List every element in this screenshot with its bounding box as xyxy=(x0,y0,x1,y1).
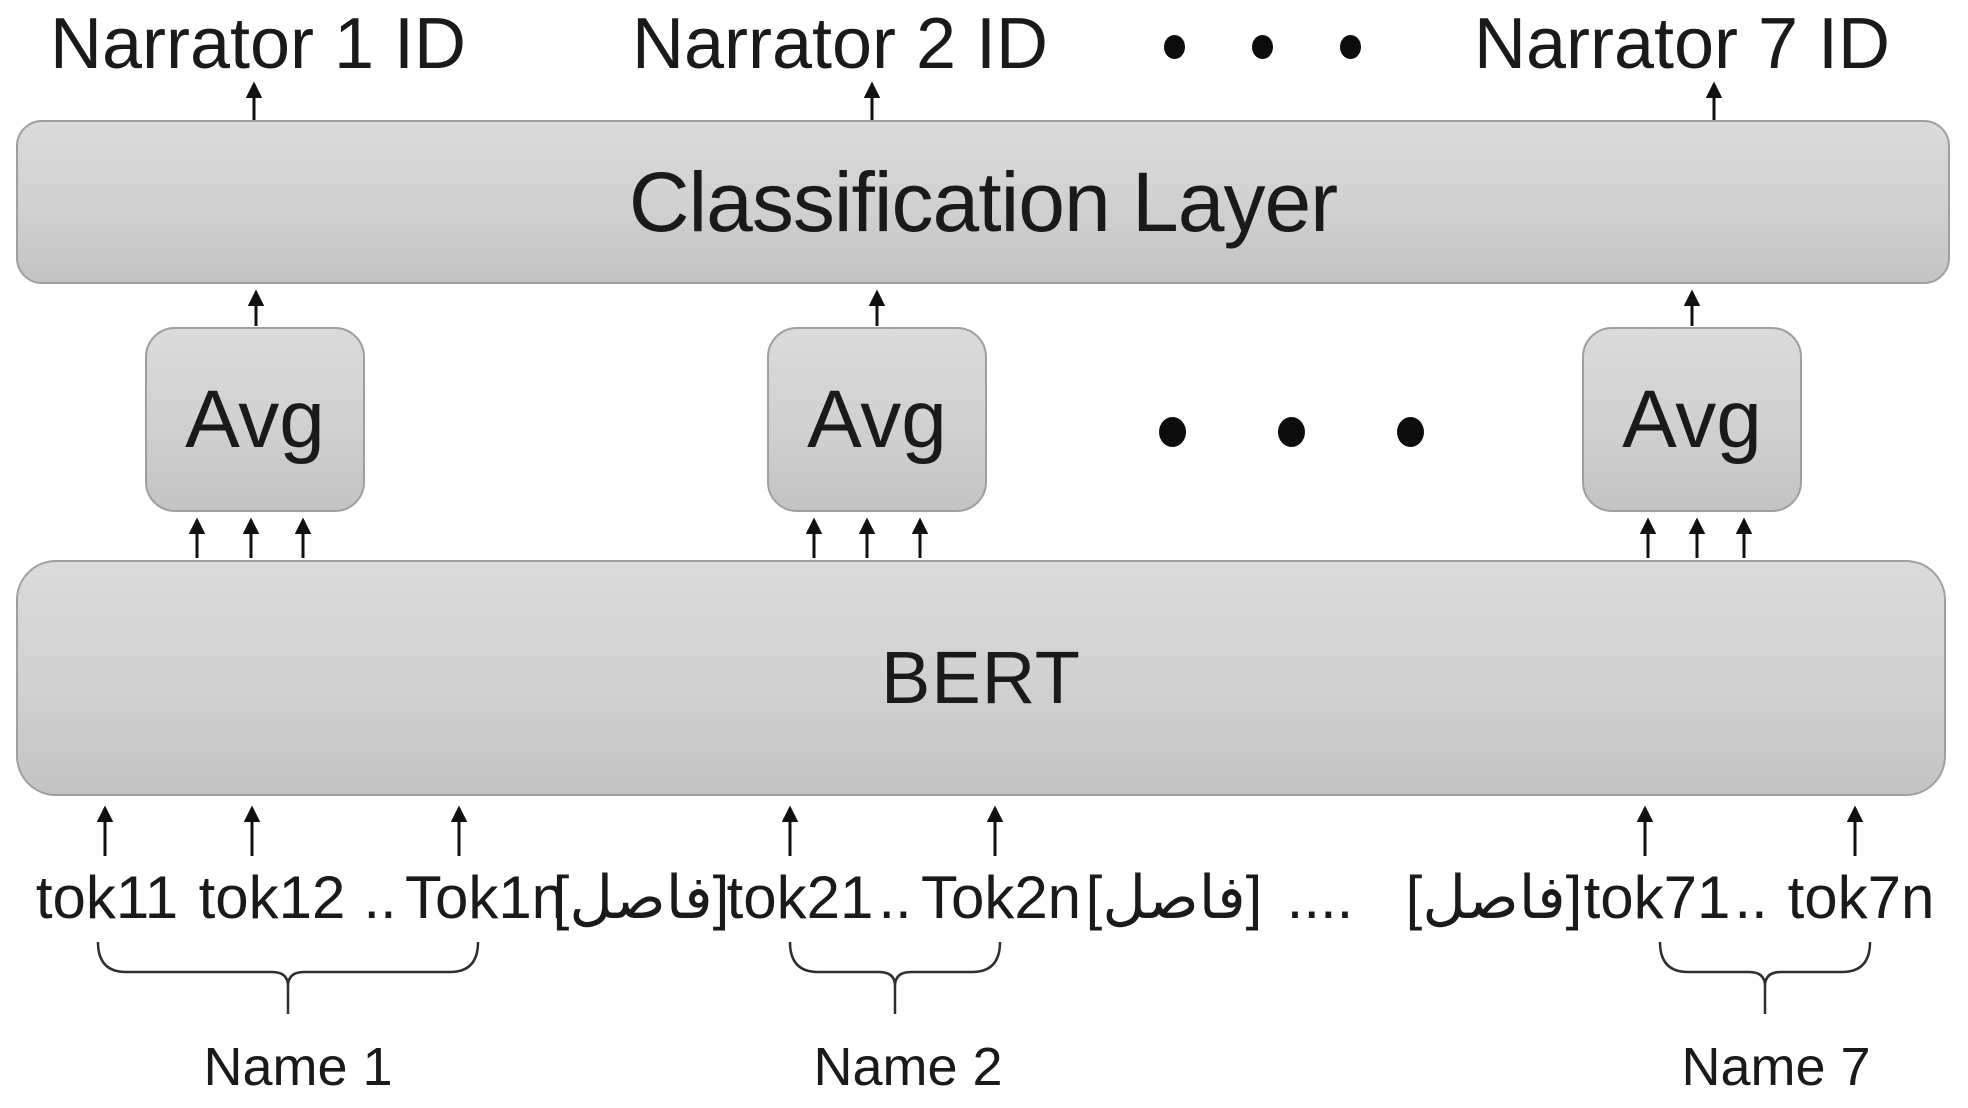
token: .. xyxy=(1734,864,1768,931)
avg-box-2: Avg xyxy=(767,327,987,512)
token-ellipsis: .... xyxy=(1286,864,1354,931)
token-separator: [فاصل] xyxy=(1085,864,1263,931)
ellipsis-dot xyxy=(1252,35,1273,59)
classification-layer-label: Classification Layer xyxy=(628,155,1338,249)
token: tok11 xyxy=(35,864,179,931)
output-label-narrator-1: Narrator 1 ID xyxy=(49,4,467,84)
group-label-name-7: Name 7 xyxy=(1681,1037,1871,1097)
avg-box-3: Avg xyxy=(1582,327,1802,512)
ellipsis-dot xyxy=(1278,417,1305,447)
token: .. xyxy=(363,864,397,931)
token-to-bert-arrows xyxy=(96,805,1864,856)
token: tok12 xyxy=(198,864,346,931)
output-label-narrator-7: Narrator 7 ID xyxy=(1473,4,1891,84)
token: Tok1n xyxy=(404,864,566,931)
token: .. xyxy=(878,864,912,931)
brace-name-7 xyxy=(1658,941,1872,1014)
token: Tok2n xyxy=(920,864,1082,931)
bert-label: BERT xyxy=(880,636,1082,719)
avg-label: Avg xyxy=(807,373,947,465)
group-label-name-2: Name 2 xyxy=(813,1037,1003,1097)
ellipsis-dot xyxy=(1397,417,1424,447)
avg-box-1: Avg xyxy=(145,327,365,512)
bert-to-avg-arrows xyxy=(188,517,1753,558)
ellipsis-dot xyxy=(1340,35,1361,59)
ellipsis-dot xyxy=(1164,35,1185,59)
classification-to-output-arrows xyxy=(245,81,1723,120)
avg-to-classification-arrows xyxy=(247,289,1701,326)
token: tok21 xyxy=(726,864,874,931)
brace-name-1 xyxy=(96,941,480,1014)
avg-label: Avg xyxy=(185,373,325,465)
ellipsis-icon-outputs xyxy=(1164,35,1361,59)
token-separator: [فاصل] xyxy=(1405,864,1583,931)
output-label-narrator-2: Narrator 2 ID xyxy=(631,4,1049,84)
brace-name-2 xyxy=(788,941,1002,1014)
classification-layer-box: Classification Layer xyxy=(16,120,1950,284)
token: tok71 xyxy=(1583,864,1731,931)
token: tok7n xyxy=(1787,864,1935,931)
ellipsis-dot xyxy=(1159,417,1186,447)
avg-label: Avg xyxy=(1622,373,1762,465)
token-separator: [فاصل] xyxy=(552,864,730,931)
group-braces xyxy=(96,941,1872,1014)
group-label-name-1: Name 1 xyxy=(203,1037,393,1097)
ellipsis-icon-avg xyxy=(1159,417,1424,447)
bert-encoder-box: BERT xyxy=(16,560,1946,796)
